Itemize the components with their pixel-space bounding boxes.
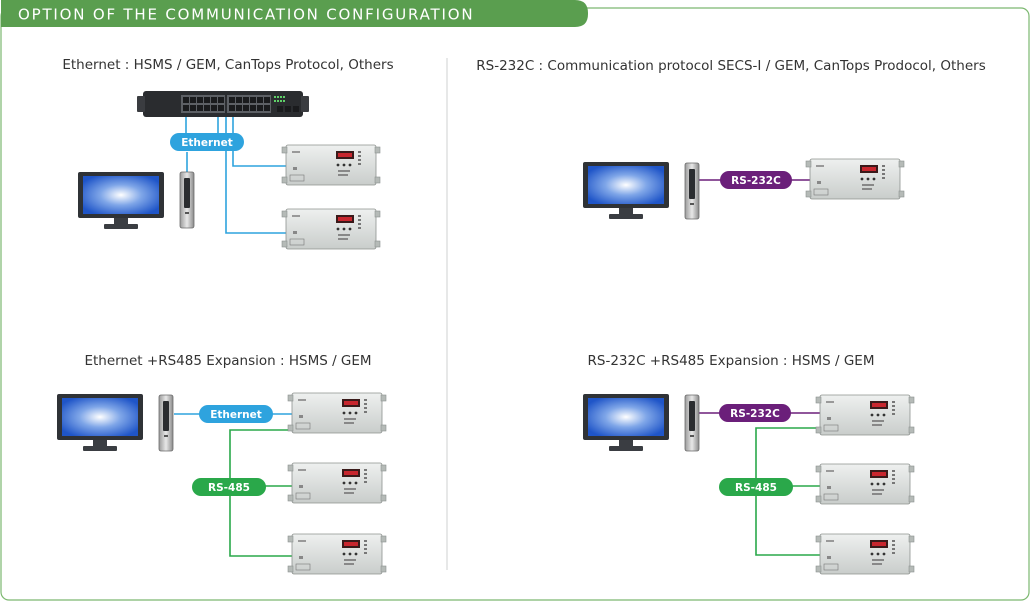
header-tab — [1, 0, 588, 27]
controller-device-icon — [815, 463, 915, 505]
pc-tower-icon — [158, 394, 174, 452]
network-switch-icon — [137, 91, 309, 117]
rs485-label: RS-485 — [735, 482, 777, 494]
monitor-icon — [583, 162, 669, 219]
controller-device-icon — [815, 394, 915, 436]
panel-rs232c: RS-232C : Communication protocol SECS-I … — [476, 58, 986, 220]
panel-ethernet: Ethernet : HSMS / GEM, CanTops Protocol,… — [62, 57, 394, 250]
panel-rs232c-rs485: RS-232C +RS485 Expansion : HSMS / GEM RS… — [583, 353, 915, 575]
ethernet-cables — [185, 117, 286, 234]
monitor-icon — [583, 394, 669, 451]
rs485-label: RS-485 — [208, 482, 250, 494]
controller-device-icon — [815, 533, 915, 575]
controller-device-icon — [281, 144, 381, 186]
pc-tower-icon — [684, 394, 700, 452]
rs485-label-pill — [192, 478, 266, 496]
rs232c-label: RS-232C — [730, 408, 780, 420]
ethernet-label-pill — [199, 405, 273, 423]
ethernet-label-pill — [170, 133, 244, 151]
rs232c-label-pill — [719, 404, 791, 422]
page-title: OPTION OF THE COMMUNICATION CONFIGURATIO… — [18, 6, 474, 24]
controller-device-icon — [287, 462, 387, 504]
pc-tower-icon — [179, 171, 195, 229]
ethernet-label: Ethernet — [210, 409, 262, 421]
controller-device-icon — [805, 158, 905, 200]
panel-ethernet-rs485: Ethernet +RS485 Expansion : HSMS / GEM E… — [57, 353, 387, 575]
controller-device-icon — [287, 533, 387, 575]
panel-title-rs232c-rs485: RS-232C +RS485 Expansion : HSMS / GEM — [588, 353, 875, 369]
rs232c-label-pill — [720, 171, 792, 189]
rs232c-label: RS-232C — [731, 175, 781, 187]
controller-device-icon — [287, 392, 387, 434]
monitor-icon — [57, 394, 143, 451]
monitor-icon — [78, 172, 164, 229]
controller-device-icon — [281, 208, 381, 250]
pc-tower-icon — [684, 162, 700, 220]
panel-title-ethernet: Ethernet : HSMS / GEM, CanTops Protocol,… — [62, 57, 393, 73]
rs485-label-pill — [719, 478, 793, 496]
panel-title-rs232c: RS-232C : Communication protocol SECS-I … — [476, 58, 986, 74]
panel-title-ethernet-rs485: Ethernet +RS485 Expansion : HSMS / GEM — [84, 353, 371, 369]
ethernet-label: Ethernet — [181, 137, 233, 149]
